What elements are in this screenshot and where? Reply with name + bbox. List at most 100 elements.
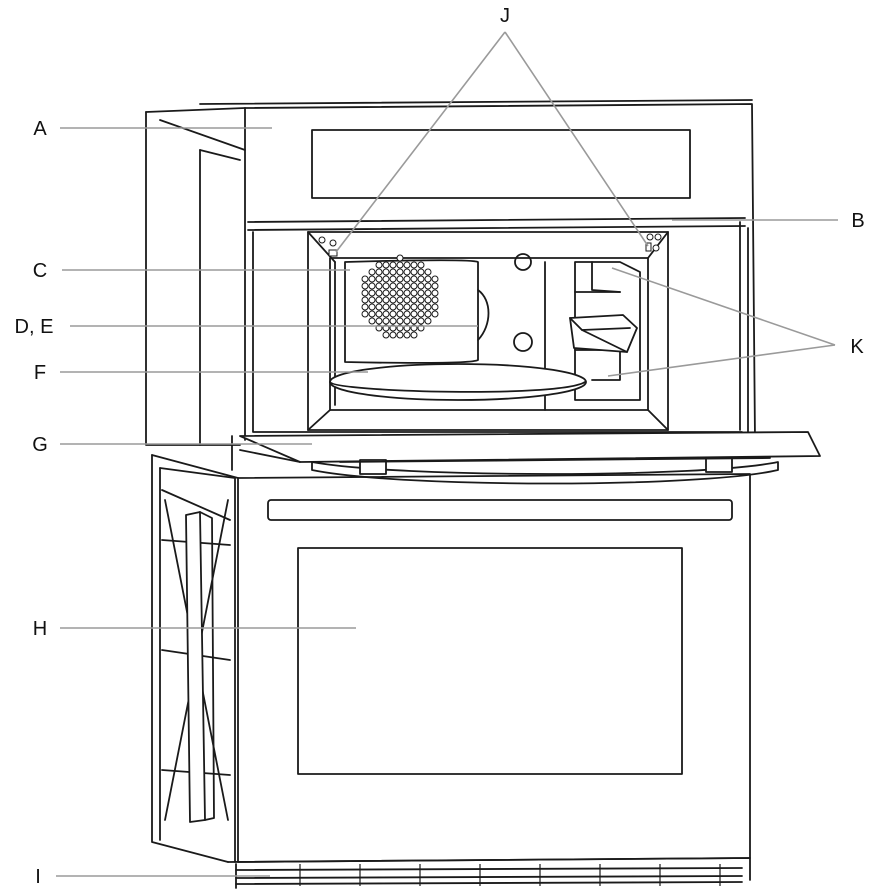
grille-hole [417,296,425,304]
grille-hole [403,303,411,311]
grille-hole [396,303,404,311]
door-handle [311,461,779,485]
grille-hole [403,261,411,269]
grille-hole [382,317,390,325]
grille-hole [382,303,390,311]
grille-hole [424,296,432,304]
grille-hole [361,282,369,290]
microwave-unit [199,99,821,485]
grille-hole [368,317,376,325]
grille-hole [396,282,404,290]
grille-hole [403,296,411,304]
label-i: I [35,866,41,888]
grille-hole [396,268,404,276]
grille-hole [431,275,439,283]
grille-hole [396,317,404,325]
grille-hole [375,303,383,311]
grille-hole [368,268,376,276]
grille-hole [396,296,404,304]
grille-hole [403,275,411,283]
grille-hole [410,310,418,318]
grille-hole [375,282,383,290]
grille-hole [396,254,404,262]
grille-hole [417,303,425,311]
label-de: D, E [15,316,54,338]
grille-hole [403,282,411,290]
grille-hole [389,261,397,269]
leader-j-right [504,31,649,247]
leader-j-left [335,31,506,253]
grille-hole [410,289,418,297]
grille-hole [389,268,397,276]
grille-hole [431,282,439,290]
grille-hole [424,268,432,276]
oven-window [297,547,683,775]
oven-door-handle [267,499,733,521]
grille-hole [410,296,418,304]
label-g: G [32,434,48,456]
grille-hole [396,331,404,339]
fan-grille [361,254,439,339]
grille-hole [361,310,369,318]
grille-hole [389,282,397,290]
grille-hole [382,296,390,304]
grille-hole [431,289,439,297]
leader-k-bottom [607,344,836,377]
grille-hole [389,310,397,318]
grille-hole [403,331,411,339]
label-a: A [33,118,47,140]
grille-hole [431,303,439,311]
grille-hole [375,317,383,325]
grille-hole [431,296,439,304]
grille-hole [424,275,432,283]
grille-hole [403,289,411,297]
grille-hole [410,275,418,283]
grille-hole [403,310,411,318]
leader-k-top [611,267,836,346]
grille-hole [361,275,369,283]
grille-hole [410,261,418,269]
grille-hole [389,317,397,325]
grille-hole [368,303,376,311]
label-f: F [34,362,46,384]
grille-hole [424,317,432,325]
grille-hole [389,296,397,304]
grille-hole [382,282,390,290]
grille-hole [410,331,418,339]
grille-hole [389,331,397,339]
control-panel-window [311,129,691,199]
grille-hole [389,289,397,297]
grille-hole [410,282,418,290]
cooking-sensor-right [645,242,652,252]
grille-hole [368,282,376,290]
leader-lines [56,31,838,877]
grille-hole [424,303,432,311]
grille-hole [368,310,376,318]
grille-hole [403,268,411,276]
grille-hole [382,310,390,318]
grille-hole [382,268,390,276]
grille-hole [396,275,404,283]
grille-hole [368,296,376,304]
grille-hole [431,310,439,318]
grille-hole [382,289,390,297]
label-b: B [851,210,864,232]
grille-hole [382,261,390,269]
lower-oven-unit [151,454,751,889]
turntable [329,363,587,401]
grille-hole [410,317,418,325]
label-h: H [33,618,47,640]
grille-hole [396,289,404,297]
grille-hole [375,310,383,318]
grille-hole [417,317,425,325]
grille-hole [375,275,383,283]
callout-labels: J A B C D, E K F G H I [15,5,865,888]
label-c: C [33,260,47,282]
grille-hole [382,331,390,339]
grille-hole [403,317,411,325]
grille-hole [368,275,376,283]
grille-hole [417,310,425,318]
grille-hole [410,303,418,311]
grille-hole [375,261,383,269]
